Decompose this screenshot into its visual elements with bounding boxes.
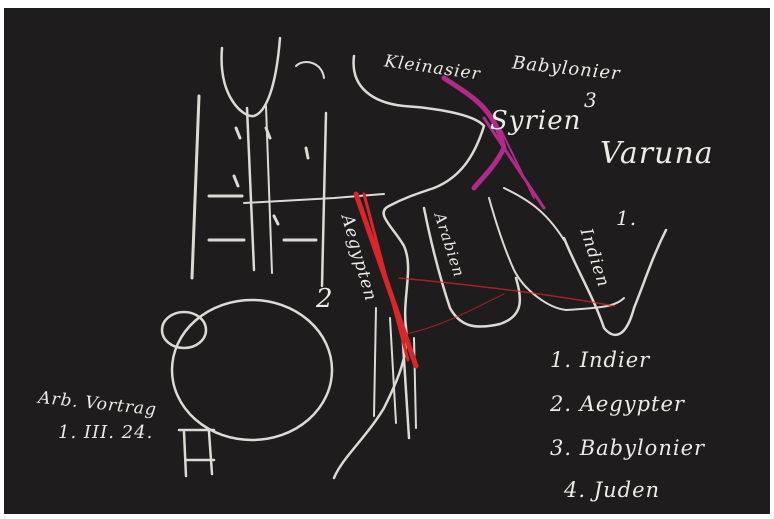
legend-item: 4. Juden (564, 478, 660, 502)
chalk-bar-left (192, 96, 199, 278)
legend-item: 2. Aegypter (550, 392, 685, 416)
label-number-3: 3 (584, 88, 598, 112)
chalk-circle (172, 300, 332, 440)
legend-item: 3. Babylonier (550, 436, 705, 460)
chalk-bar-mid (247, 108, 254, 270)
chalk-nile (374, 308, 376, 416)
chalk-vessel-top (296, 62, 324, 78)
chalk-vessel (222, 38, 280, 116)
date-note-date: 1. III. 24. (58, 422, 153, 443)
legend-item: 1. Indier (550, 348, 650, 372)
label-number-1: 1. (616, 206, 637, 230)
label-syrien: Syrien (490, 106, 581, 136)
blackboard: Kleinasier Babylonier Syrien 3 Varuna Ae… (4, 8, 770, 514)
label-number-2: 2 (316, 284, 334, 314)
label-varuna: Varuna (600, 136, 714, 171)
